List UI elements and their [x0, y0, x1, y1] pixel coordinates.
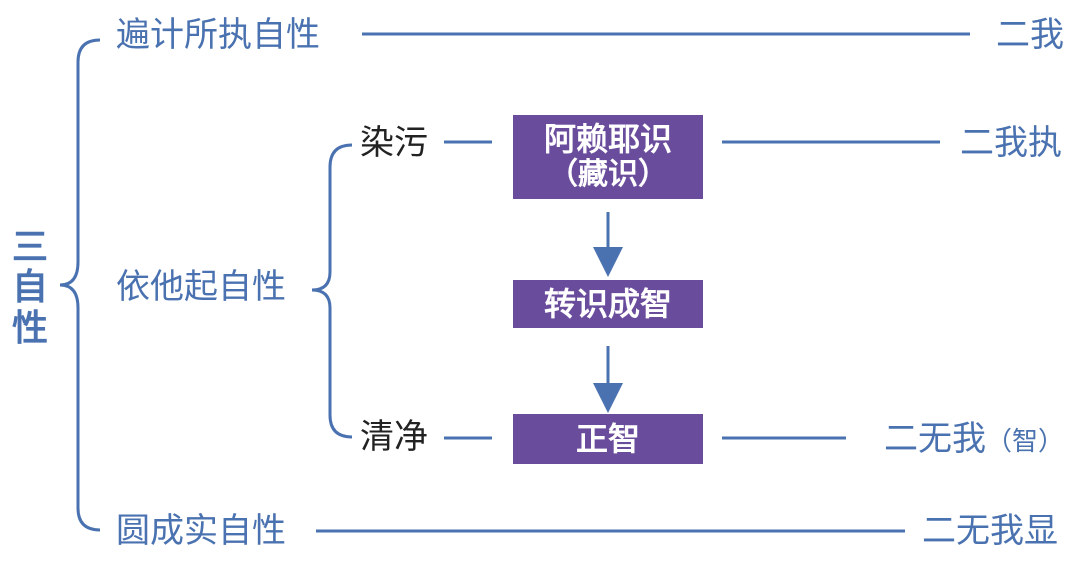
zhengzhi-box: 正智	[513, 414, 703, 464]
qingjing-label: 清净	[360, 417, 428, 457]
zhengzhi-box-label: 正智	[575, 419, 640, 458]
bianji-label: 遍计所执自性	[116, 15, 320, 55]
main-brace	[59, 38, 101, 532]
yita-label: 依他起自性	[116, 267, 286, 307]
qingjing-result-note: （智）	[986, 427, 1065, 457]
qingjing-result: 二无我（智）	[884, 422, 1064, 456]
alaye-box: 阿赖耶识 （藏识）	[513, 115, 703, 199]
yuancheng-result: 二无我显	[922, 511, 1058, 551]
alaye-box-line2: （藏识）	[548, 157, 668, 193]
bianji-result: 二我	[996, 15, 1064, 55]
transform-box: 转识成智	[513, 280, 703, 328]
ranwu-result: 二我执	[960, 123, 1062, 163]
sub-brace	[311, 143, 353, 439]
qingjing-result-main: 二无我	[884, 419, 986, 459]
alaye-box-line1: 阿赖耶识	[543, 120, 672, 159]
transform-box-label: 转识成智	[543, 284, 672, 323]
yuancheng-label: 圆成实自性	[116, 511, 286, 551]
ranwu-label: 染污	[360, 123, 428, 163]
root-label: 三自性	[11, 227, 48, 349]
